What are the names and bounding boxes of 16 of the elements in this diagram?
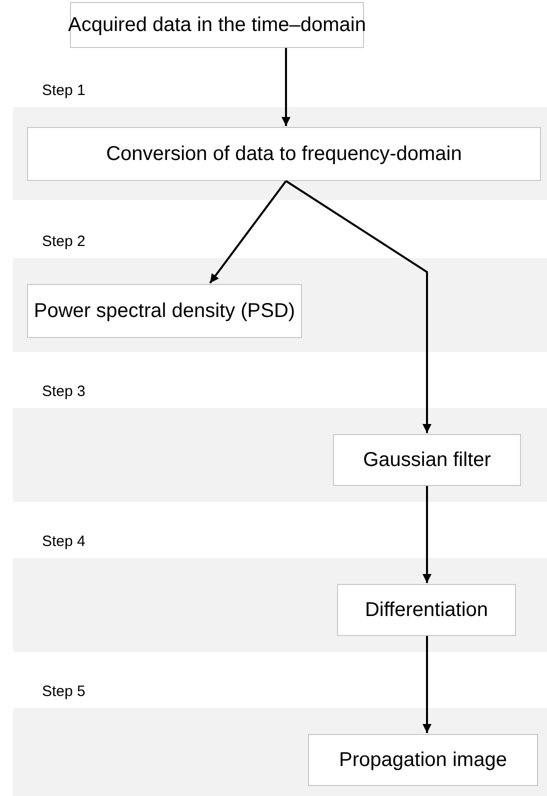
arrow (422, 486, 432, 583)
arrow (209, 180, 287, 284)
process-box: Differentiation (337, 584, 516, 636)
process-box: Power spectral density (PSD) (27, 284, 302, 338)
step-heading: Step 1 (42, 82, 86, 99)
process-box: Gaussian filter (333, 434, 521, 486)
process-box: Conversion of data to frequency-domain (27, 127, 541, 181)
step-heading: Step 4 (42, 533, 86, 550)
arrow (422, 636, 432, 733)
process-box: Propagation image (308, 734, 538, 786)
arrow (282, 48, 290, 126)
arrow (285, 180, 432, 433)
process-box: Acquired data in the time–domain (70, 2, 364, 48)
step-heading: Step 2 (42, 233, 86, 250)
step-heading: Step 5 (42, 683, 86, 700)
step-heading: Step 3 (42, 383, 86, 400)
